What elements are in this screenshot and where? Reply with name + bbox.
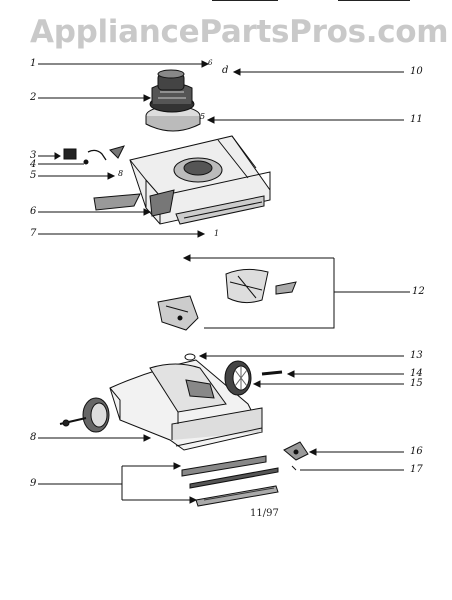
callout-11: 11: [410, 114, 423, 125]
rear-wheel-left: [59, 397, 110, 433]
inline-mark-motor-a: 6: [208, 59, 213, 67]
header-rule-left: [212, 0, 278, 1]
brush-guard-parts: [157, 268, 297, 331]
leader-lines: [38, 60, 410, 504]
inline-mark-switch: 8: [118, 169, 124, 178]
brushroll-parts: [181, 455, 279, 507]
callout-3: 3: [30, 150, 37, 161]
callout-2: 2: [30, 92, 37, 103]
callout-9: 9: [30, 478, 37, 489]
callout-10: 10: [410, 66, 423, 77]
wheel-15: [224, 360, 252, 396]
inline-mark-motor-base: 5: [200, 112, 206, 121]
inline-mark-motor-b: d: [222, 65, 229, 76]
callout-14: 14: [410, 368, 423, 379]
callout-5: 5: [30, 170, 37, 181]
header-rule-right: [338, 0, 410, 1]
callout-16: 16: [410, 446, 423, 457]
callout-7: 7: [30, 228, 37, 239]
motor-assembly: [145, 69, 201, 132]
callout-1: 1: [30, 58, 37, 69]
inline-mark-housing: 1: [214, 229, 220, 238]
callout-12: 12: [412, 286, 425, 297]
washer-13: [184, 353, 196, 361]
switch-parts: [63, 145, 141, 211]
base-nozzle: [109, 359, 263, 451]
callout-6: 6: [30, 206, 37, 217]
watermark-text: AppliancePartsPros.com: [30, 14, 449, 50]
callout-13: 13: [410, 350, 423, 361]
axle-14: [261, 370, 283, 376]
callout-8: 8: [30, 432, 37, 443]
date-code: 11/97: [250, 508, 279, 519]
callout-4: 4: [30, 159, 37, 170]
callout-15: 15: [410, 378, 423, 389]
callout-17: 17: [410, 464, 423, 475]
clip-parts: [283, 441, 309, 471]
upper-housing: [129, 135, 271, 225]
